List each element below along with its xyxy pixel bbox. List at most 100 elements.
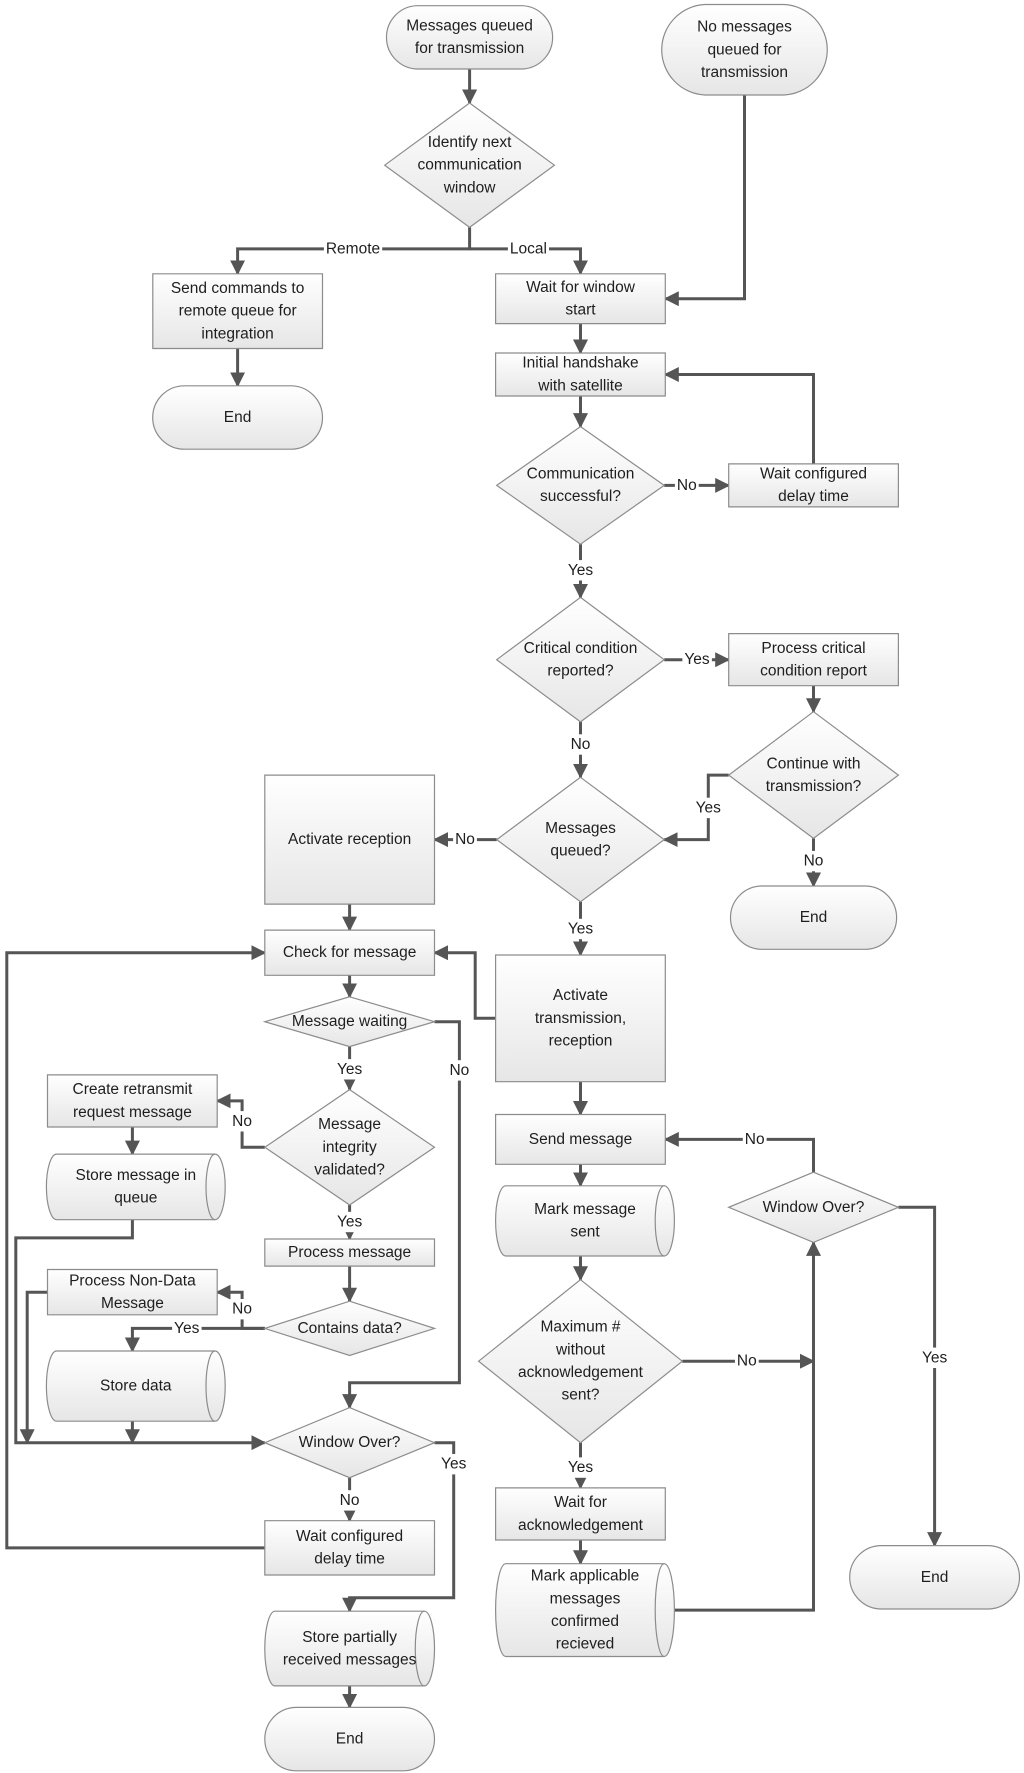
node-label-line: transmission? bbox=[766, 778, 862, 795]
node-label-line: Maximum # bbox=[540, 1319, 620, 1336]
node-wait-delay2: Wait configured delay time bbox=[264, 1520, 436, 1576]
node-label-line: Window Over? bbox=[299, 1434, 401, 1451]
connector-label-background bbox=[565, 1457, 596, 1478]
connector-wrx-yes bbox=[342, 1441, 456, 1613]
connector-label-background bbox=[920, 1347, 950, 1368]
connector-wtx-no bbox=[663, 1131, 815, 1173]
connector-label: Yes bbox=[337, 1061, 363, 1078]
node-label-line: End bbox=[800, 909, 828, 926]
node-label-line: Activate bbox=[553, 987, 608, 1004]
node-label-line: acknowledgement bbox=[518, 1517, 644, 1534]
node-label-line: Initial handshake bbox=[522, 355, 638, 372]
node-handshake: Initial handshake with satellite bbox=[495, 352, 666, 397]
node-label-line: queued? bbox=[550, 842, 611, 859]
connector-delay2-check bbox=[5, 945, 267, 1550]
decision-shape bbox=[495, 776, 666, 903]
connector-label: Yes bbox=[568, 1459, 594, 1476]
storage-edge-curve bbox=[654, 1563, 665, 1658]
connector-start2-wait bbox=[663, 95, 746, 307]
connector-label: No bbox=[340, 1492, 360, 1509]
node-retransmit: Create retransmit request message bbox=[46, 1074, 218, 1128]
terminal-shape bbox=[385, 5, 554, 70]
node-label-line: request message bbox=[73, 1104, 192, 1121]
connector-label: Yes bbox=[568, 562, 594, 579]
connector-label: No bbox=[232, 1113, 252, 1130]
connector-label-background bbox=[801, 850, 826, 872]
node-send-msg: Send message bbox=[495, 1113, 666, 1165]
storage-edge-curve bbox=[205, 1153, 216, 1221]
terminal-shape bbox=[264, 1706, 436, 1772]
connector-label: No bbox=[455, 831, 475, 848]
connector-label-background bbox=[323, 238, 383, 260]
node-check-msg: Check for message bbox=[264, 929, 436, 976]
node-label-line: validated? bbox=[314, 1162, 385, 1179]
decision-shape bbox=[263, 1088, 436, 1206]
node-end-rx: End bbox=[264, 1706, 436, 1772]
process-shape bbox=[46, 1074, 218, 1128]
terminal-shape bbox=[661, 3, 828, 96]
node-label-line: End bbox=[224, 409, 252, 426]
node-label-line: Create retransmit bbox=[73, 1081, 193, 1098]
node-label-line: Wait for window bbox=[526, 279, 636, 296]
node-end-remote: End bbox=[152, 385, 324, 450]
connector-label-background bbox=[335, 1211, 365, 1233]
node-store-queue: Store message in queue bbox=[45, 1153, 226, 1221]
node-label-line: End bbox=[336, 1731, 364, 1748]
node-label-line: Send commands to bbox=[171, 280, 305, 297]
node-label-line: Message bbox=[318, 1116, 381, 1133]
node-end-tx: End bbox=[849, 1545, 1021, 1610]
node-label-line: confirmed bbox=[551, 1613, 619, 1630]
node-label-line: without bbox=[555, 1341, 606, 1358]
node-window-over-tx: Window Over? bbox=[727, 1171, 900, 1244]
node-label-line: delay time bbox=[314, 1551, 385, 1568]
node-label-line: Critical condition bbox=[524, 640, 638, 657]
connector-contains-yes bbox=[124, 1326, 265, 1353]
node-label-line: Store data bbox=[100, 1378, 172, 1395]
connector-label: Remote bbox=[326, 240, 380, 257]
connector-label-background bbox=[568, 734, 593, 755]
node-label-line: transmission, bbox=[535, 1010, 626, 1027]
connector-label-background bbox=[230, 1111, 254, 1132]
connector-label-background bbox=[230, 1299, 254, 1320]
node-label-line: Process critical bbox=[761, 640, 865, 657]
node-label-line: remote queue for bbox=[179, 303, 297, 320]
node-contains-data: Contains data? bbox=[262, 1300, 437, 1357]
process-shape bbox=[264, 774, 436, 905]
connector-label: Local bbox=[510, 240, 547, 257]
connector-label-background bbox=[439, 1454, 469, 1475]
process-shape bbox=[46, 1268, 218, 1316]
connector-label: No bbox=[449, 1062, 469, 1079]
connector-label: No bbox=[804, 853, 824, 870]
node-label-line: queued for bbox=[707, 41, 781, 58]
connector-label-background bbox=[674, 475, 699, 496]
node-label-line: End bbox=[921, 1569, 949, 1586]
node-label-line: Communication bbox=[527, 466, 635, 483]
process-shape bbox=[264, 1520, 436, 1576]
node-msg-waiting: Message waiting bbox=[262, 996, 437, 1048]
connector-label-background bbox=[335, 1059, 365, 1080]
connector-label: Yes bbox=[441, 1456, 467, 1473]
decision-shape bbox=[383, 102, 556, 229]
node-label-line: Store message in bbox=[75, 1167, 196, 1184]
node-window-over-rx: Window Over? bbox=[263, 1406, 437, 1479]
node-label-line: Continue with bbox=[767, 755, 861, 772]
node-end-critical: End bbox=[729, 885, 898, 950]
storage-shape bbox=[264, 1610, 436, 1687]
connector-confirmed-window bbox=[674, 1240, 821, 1612]
node-label-line: queue bbox=[114, 1190, 157, 1207]
node-label-line: start bbox=[565, 302, 596, 319]
connector-label: No bbox=[571, 736, 591, 753]
node-label-line: Wait configured bbox=[296, 1528, 403, 1545]
node-label-line: with satellite bbox=[537, 377, 622, 394]
decision-shape bbox=[262, 1300, 437, 1357]
connector-delay-handshake bbox=[663, 367, 815, 464]
node-label-line: Check for message bbox=[283, 944, 417, 961]
